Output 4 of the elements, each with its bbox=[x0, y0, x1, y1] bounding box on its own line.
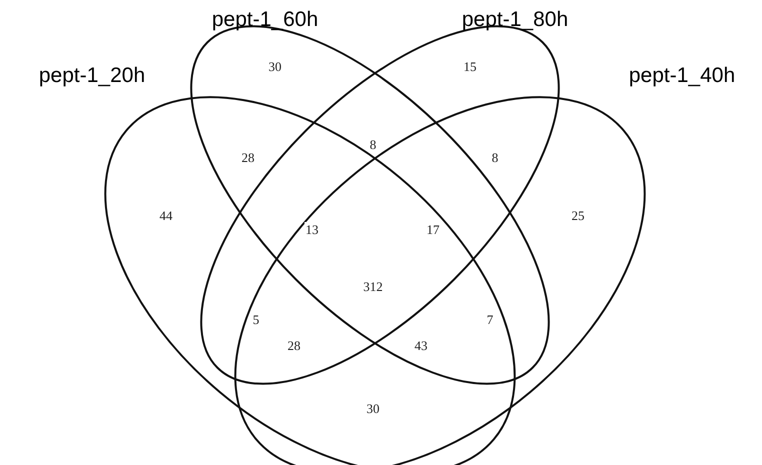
set-label: pept-1_80h bbox=[462, 8, 568, 32]
set-label: pept-1_20h bbox=[38, 64, 146, 88]
set-label: pept-1_40h bbox=[628, 64, 736, 88]
set-label: pept-1_60h bbox=[212, 8, 318, 32]
